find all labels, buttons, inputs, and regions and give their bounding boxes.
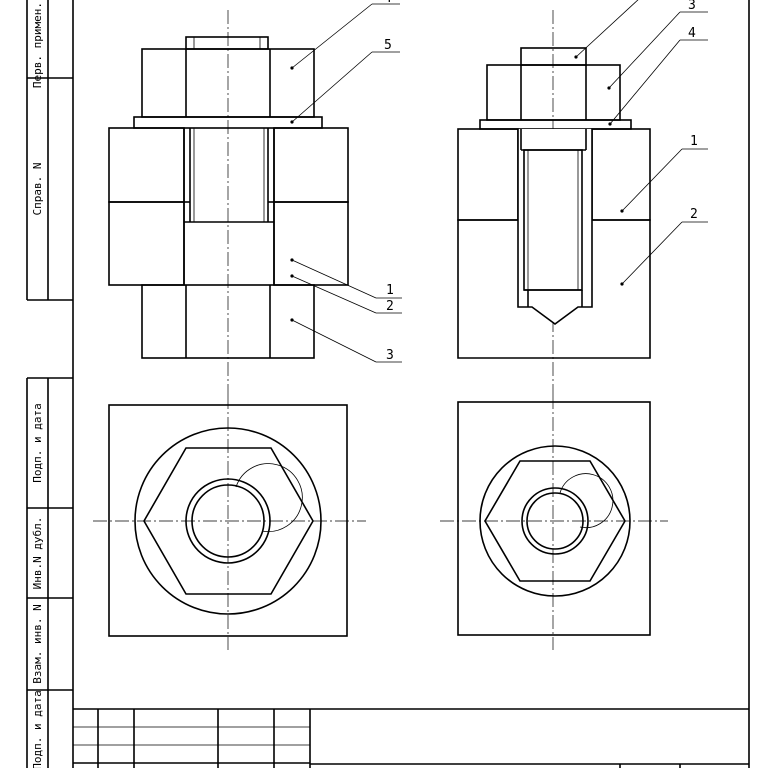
title-block	[73, 708, 749, 768]
stamp-label-reference: Справ. N	[31, 163, 44, 216]
bolt-joint-top-view	[93, 395, 366, 650]
callout-2-right: 2	[690, 207, 698, 222]
thread-arc	[235, 463, 303, 532]
callout-2-left: 2	[386, 299, 394, 314]
stud-upper-plate-left	[457, 128, 519, 221]
washer-circle	[134, 427, 322, 615]
stamp-label-sign-date-2: Подп. и дата	[31, 690, 44, 768]
bolt-end-circle	[185, 478, 271, 564]
stamp-label-inv-dup: Инв.N дубл.	[31, 517, 44, 590]
callout-1-left: 1	[386, 283, 394, 298]
callout-4-left: 4	[384, 0, 392, 6]
lower-plate-left	[108, 201, 185, 286]
stamp-label-replace-inv: Взам. инв. N	[31, 604, 44, 683]
stud-washer	[479, 119, 632, 130]
bolt-head	[141, 284, 315, 359]
stud-plate-outline	[457, 401, 651, 636]
stud-upper-plate-right	[591, 128, 651, 221]
upper-plate-left	[108, 127, 185, 203]
left-callouts: 4 5 1 2 3	[290, 0, 402, 363]
stamp-label-first-use: Перв. примен.	[31, 2, 44, 88]
side-stamp: Перв. примен. Справ. N Подп. и дата Инв.…	[26, 0, 73, 768]
stud-joint-top-view	[440, 395, 668, 650]
callout-4-right: 4	[688, 26, 696, 41]
bolt-end	[185, 36, 269, 50]
stud-end-circle	[521, 487, 589, 555]
washer	[133, 116, 323, 129]
drawing-frame	[72, 0, 750, 768]
upper-plate-right	[273, 127, 349, 203]
bolt-joint-section: 4 5 1 2 3	[108, 0, 402, 395]
callout-3-left: 3	[386, 348, 394, 363]
stamp-label-sign-date-1: Подп. и дата	[31, 403, 44, 482]
lower-plate-right	[273, 201, 349, 286]
stud-nut-hexagon	[484, 460, 626, 582]
right-callouts: 3 4 1 2	[574, 0, 708, 286]
nut-hexagon	[143, 447, 314, 595]
stud-washer-circle	[479, 445, 631, 597]
stud-joint-section: 3 4 1 2	[457, 0, 708, 395]
stud-thread-arc	[559, 473, 614, 529]
callout-1-right: 1	[690, 134, 698, 149]
callout-3-right: 3	[688, 0, 696, 13]
callout-5-left: 5	[384, 38, 392, 53]
stud-nut	[486, 64, 621, 121]
